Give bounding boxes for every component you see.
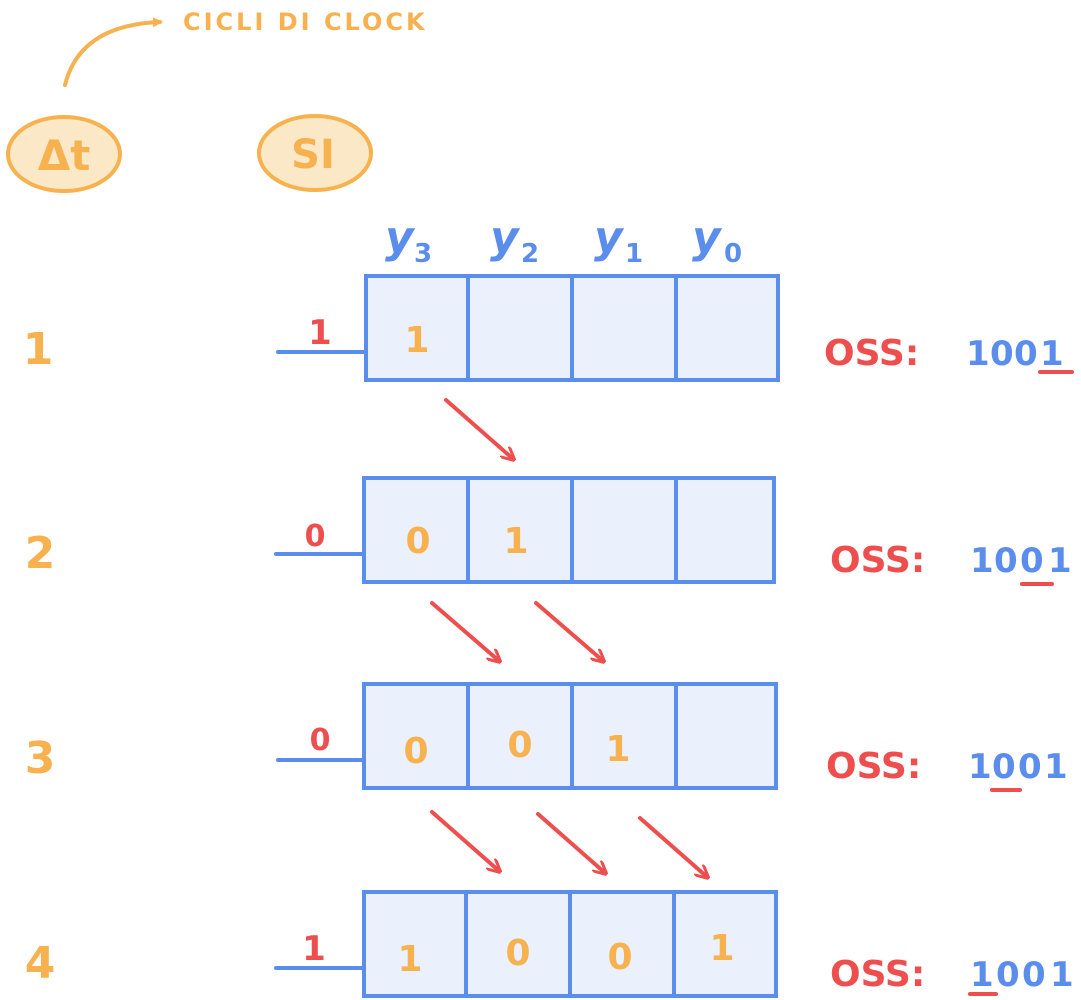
shift-arrow — [430, 810, 498, 870]
input-bit: 0 — [305, 519, 326, 554]
register-cell — [362, 682, 470, 790]
register-cell — [672, 890, 778, 998]
obs-digit: 1 — [966, 334, 990, 374]
delta-t-label: Δt — [38, 131, 91, 180]
si-ellipse — [257, 114, 373, 192]
register-cell — [364, 274, 470, 382]
delta-t-ellipse — [6, 115, 122, 193]
column-subscript: 0 — [724, 239, 742, 269]
column-subscript: 3 — [414, 239, 432, 269]
obs-digit: 1 — [968, 747, 992, 787]
cell-value: 0 — [505, 933, 530, 974]
register-cell — [570, 682, 678, 790]
obs-digit: 0 — [992, 747, 1016, 787]
obs-digit: 0 — [1018, 747, 1042, 787]
register: 0 1 — [362, 476, 776, 584]
obs-digit: 1 — [1040, 334, 1064, 374]
obs-digit: 1 — [1050, 955, 1074, 995]
obs-digit: 0 — [990, 334, 1014, 374]
obs-digit: 0 — [1022, 955, 1046, 995]
step-number: 1 — [23, 324, 54, 375]
column-header-y1: y 1 — [594, 212, 643, 269]
register-cell — [674, 274, 780, 382]
register-cell — [466, 274, 574, 382]
column-subscript: 2 — [521, 239, 539, 269]
register: 1 0 0 1 — [362, 890, 778, 998]
column-subscript: 1 — [625, 239, 643, 269]
obs-digit: 0 — [1020, 541, 1044, 581]
register-cell — [570, 476, 678, 584]
clock-arrow — [63, 17, 163, 87]
step-number: 4 — [25, 938, 56, 989]
obs-digit: 1 — [1048, 541, 1072, 581]
si-label: SI — [291, 132, 335, 178]
register-cell — [362, 476, 470, 584]
obs-label: OSS: — [826, 746, 921, 787]
column-letter: y — [692, 212, 723, 263]
shift-arrow — [534, 601, 602, 660]
obs-label: OSS: — [830, 954, 925, 995]
input-bit: 0 — [310, 723, 331, 758]
register-cell — [674, 682, 778, 790]
cell-value: 0 — [405, 521, 430, 562]
cell-value: 0 — [607, 937, 632, 978]
shift-arrow — [536, 812, 604, 872]
cell-value: 0 — [403, 731, 428, 772]
column-header-y3: y 3 — [385, 212, 432, 269]
observation: OSS: 1 0 0 1 — [830, 540, 1072, 586]
input-bit: 1 — [302, 929, 326, 969]
register-cell — [568, 890, 676, 998]
obs-label: OSS: — [830, 540, 925, 581]
register: 1 — [364, 274, 780, 382]
register-cell — [674, 476, 776, 584]
cell-value: 0 — [507, 725, 532, 766]
observation: OSS: 1 0 0 1 — [824, 333, 1074, 374]
row-1: 1 1 1 OSS: 1 0 0 1 — [23, 274, 1074, 382]
register: 0 0 1 — [362, 682, 778, 790]
clock-label: CICLI DI CLOCK — [183, 8, 428, 36]
column-header-y2: y 2 — [490, 212, 539, 269]
cell-value: 1 — [503, 521, 528, 562]
register-cell — [570, 274, 678, 382]
register-cell — [362, 890, 468, 998]
observation: OSS: 1 0 0 1 — [830, 954, 1074, 996]
obs-digit: 1 — [970, 955, 994, 995]
step-number: 3 — [25, 733, 56, 784]
register-cell — [466, 476, 574, 584]
row-4: 4 1 1 0 0 1 OSS: 1 0 0 1 — [25, 890, 1074, 998]
obs-digit: 1 — [970, 541, 994, 581]
observation: OSS: 1 0 0 1 — [826, 746, 1068, 792]
obs-digit: 1 — [1044, 747, 1068, 787]
input-bit: 1 — [308, 313, 332, 353]
obs-digit: 0 — [1014, 334, 1038, 374]
shift-arrow — [444, 398, 512, 458]
obs-label: OSS: — [824, 333, 919, 374]
obs-digit: 0 — [996, 955, 1020, 995]
cell-value: 1 — [709, 928, 734, 969]
column-letter: y — [594, 212, 625, 263]
obs-digit: 0 — [994, 541, 1018, 581]
row-2: 2 0 0 1 OSS: 1 0 0 1 — [25, 476, 1072, 586]
column-header-y0: y 0 — [692, 212, 742, 269]
shift-arrow — [638, 816, 706, 876]
step-number: 2 — [25, 528, 56, 579]
cell-value: 1 — [404, 320, 429, 361]
row-3: 3 0 0 0 1 OSS: 1 0 0 1 — [25, 682, 1068, 792]
column-letter: y — [385, 212, 416, 263]
shift-arrow — [430, 601, 498, 660]
column-letter: y — [490, 212, 521, 263]
cell-value: 1 — [605, 729, 630, 770]
cell-value: 1 — [397, 939, 422, 980]
register-cell — [466, 682, 574, 790]
